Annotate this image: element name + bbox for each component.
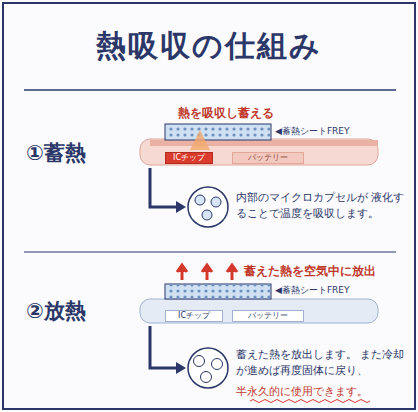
wavy-underline — [250, 400, 370, 403]
ic-chip-box: ICチップ — [165, 152, 213, 164]
ic-chip-box: ICチップ — [165, 310, 223, 322]
box-label: ICチップ — [178, 312, 210, 320]
device-layer — [140, 139, 378, 165]
section-heading: ①蓄熱 — [26, 140, 86, 167]
note-highlight: 半永久的に使用できます。 — [236, 385, 368, 399]
heat-arrow — [227, 265, 237, 280]
box-label: バッテリー — [248, 154, 288, 162]
box-label: バッテリー — [248, 312, 288, 320]
bracket-arrow — [150, 326, 178, 368]
divider — [24, 89, 396, 91]
capsule — [212, 359, 223, 370]
battery-box: バッテリー — [232, 310, 304, 322]
note: 内部のマイクロカプセルが 液化することで温度を吸収します。 — [236, 190, 406, 222]
arrow-head — [176, 201, 186, 213]
section-heading: ②放熱 — [26, 298, 86, 325]
capsule — [202, 210, 212, 220]
device-top — [150, 140, 378, 146]
bracket-arrow — [150, 168, 178, 207]
part-name: ◀蓄熱シートFREY — [275, 126, 350, 138]
divider — [24, 252, 396, 253]
capsule-dots — [165, 124, 271, 140]
capsule — [194, 356, 205, 367]
capsule-zoom — [188, 348, 228, 388]
capsule-zoom — [188, 187, 228, 227]
note: 蓄えた熱を放出します。 また冷却が進めば再度固体に戻り、 — [236, 347, 408, 379]
heat-sheet — [165, 284, 271, 299]
capsule — [211, 197, 221, 207]
callout: 蓄えた熱を空気中に放出 — [244, 264, 376, 280]
heat-arrow — [190, 130, 210, 150]
capsule-dots — [165, 284, 271, 299]
heat-arrow — [177, 265, 187, 280]
heat-sheet — [165, 124, 271, 140]
capsule — [201, 372, 212, 383]
capsule — [195, 195, 205, 205]
heat-arrow — [202, 265, 212, 280]
battery-box: バッテリー — [232, 152, 304, 164]
frame — [3, 3, 415, 409]
device-layer — [140, 299, 378, 323]
callout: 熱を吸収し蓄える — [178, 106, 274, 122]
box-label: ICチップ — [173, 154, 205, 162]
arrow-head — [176, 362, 186, 374]
title: 熱吸収の仕組み — [96, 26, 322, 65]
part-name: ◀蓄熱シートFREY — [275, 285, 350, 297]
